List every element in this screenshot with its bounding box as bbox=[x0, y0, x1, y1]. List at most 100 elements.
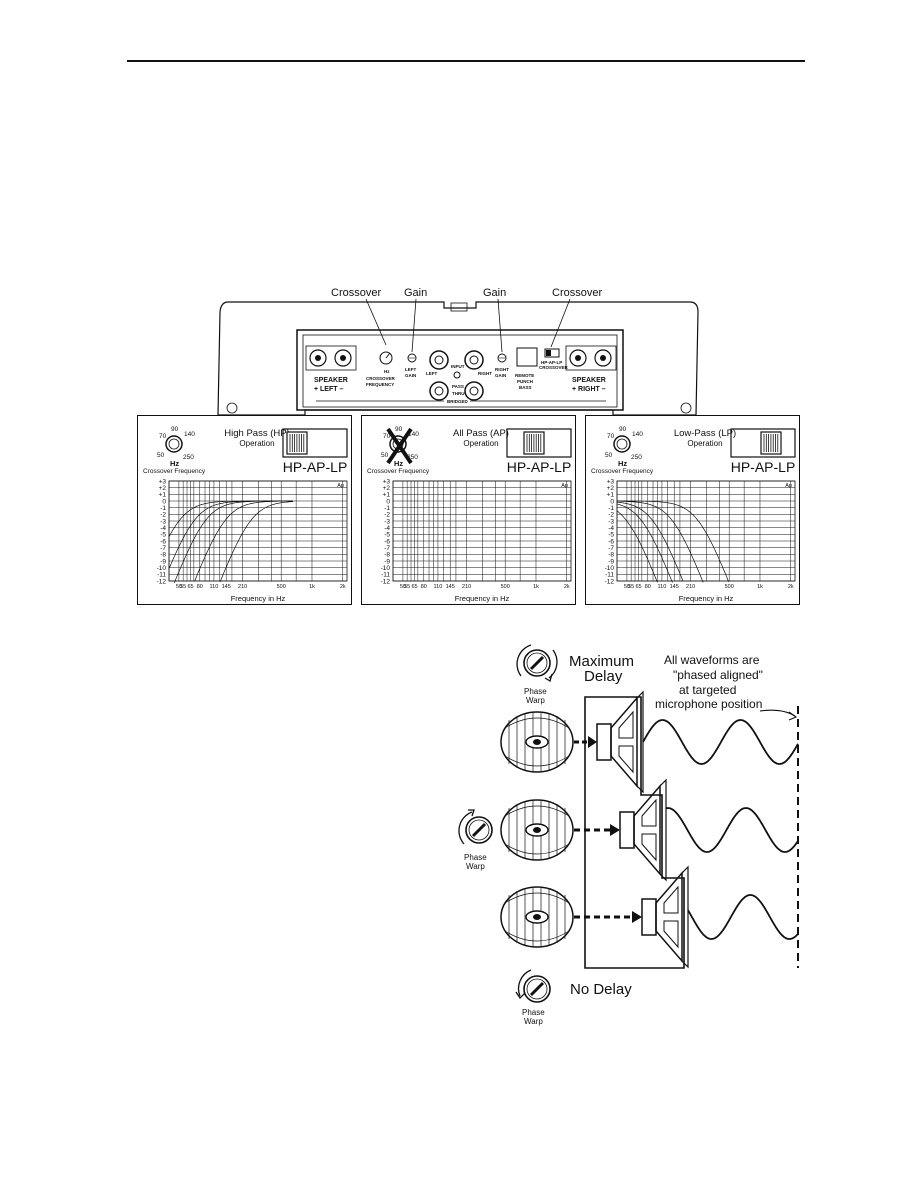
y-tick-label: -6 bbox=[160, 538, 166, 545]
switch-label: HP-AP-LP bbox=[731, 459, 796, 475]
crossover-knob-icon bbox=[389, 435, 407, 453]
knob-label-50: 50 bbox=[605, 452, 613, 459]
y-tick-label: -12 bbox=[157, 578, 167, 585]
x-tick-label: 50 bbox=[624, 584, 630, 590]
knob-label-90: 90 bbox=[395, 426, 403, 433]
rca-left-label: LEFT bbox=[426, 371, 437, 376]
note-line-3: at targeted bbox=[679, 683, 736, 697]
x-tick-label: 500 bbox=[501, 584, 510, 590]
x-tick-label: 145 bbox=[446, 584, 455, 590]
crossover-freq-label2: FREQUENCY bbox=[366, 382, 394, 387]
y-tick-label: -8 bbox=[608, 552, 614, 559]
y-tick-label: -11 bbox=[157, 572, 166, 579]
x-tick-label: 210 bbox=[686, 584, 695, 590]
crossover-knob-icon bbox=[613, 435, 631, 453]
switch-label: HP-AP-LP bbox=[507, 459, 572, 475]
thru-label: THRU bbox=[452, 391, 465, 396]
hp-ap-lp-small: HP-AP-LP bbox=[541, 360, 562, 365]
y-tick-label: -6 bbox=[384, 538, 390, 545]
y-tick-label: 0 bbox=[386, 498, 390, 505]
frequency-axis-label: Frequency in Hz bbox=[455, 594, 510, 603]
knob-label-140: 140 bbox=[184, 431, 195, 438]
y-tick-label: -7 bbox=[384, 545, 390, 552]
knob-label-hz: Hz bbox=[394, 459, 403, 468]
y-tick-label: -3 bbox=[608, 518, 614, 525]
gain-right-label: Gain bbox=[483, 287, 506, 299]
y-tick-label: +1 bbox=[159, 492, 167, 499]
crossover-freq-label: CROSSOVER bbox=[366, 376, 396, 381]
crossover-right-label: Crossover bbox=[552, 287, 602, 299]
knob-label-250: 250 bbox=[631, 454, 642, 461]
panel-subtitle: Operation bbox=[687, 439, 722, 448]
y-tick-label: -9 bbox=[384, 558, 390, 565]
note-line-1: All waveforms are bbox=[664, 653, 760, 667]
y-tick-label: -10 bbox=[381, 565, 391, 572]
knob-label-hz: Hz bbox=[170, 459, 179, 468]
y-tick-label: -7 bbox=[608, 545, 614, 552]
driver-side-3 bbox=[641, 866, 689, 968]
x-tick-label: 65 bbox=[636, 584, 642, 590]
waveform-3 bbox=[687, 894, 799, 940]
x-tick-label: 1k bbox=[533, 584, 539, 590]
speaker-front-3 bbox=[500, 886, 574, 948]
response-curve bbox=[219, 501, 294, 583]
crossover-frequency-label: Crossover Frequency bbox=[591, 468, 654, 475]
x-tick-label: 1k bbox=[757, 584, 763, 590]
x-tick-label: 55 bbox=[180, 584, 186, 590]
phase-warp-knob-bottom bbox=[522, 974, 552, 1004]
x-tick-label: 210 bbox=[462, 584, 471, 590]
knob-label-hz: Hz bbox=[618, 459, 627, 468]
y-tick-label: -1 bbox=[160, 505, 166, 512]
left-gain-label2: GAIN bbox=[405, 373, 416, 378]
response-curve bbox=[617, 500, 704, 583]
y-tick-label: -10 bbox=[605, 565, 615, 572]
y-tick-label: -3 bbox=[160, 518, 166, 525]
y-tick-label: 0 bbox=[162, 498, 166, 505]
knob-hz-label: Hz bbox=[384, 369, 390, 374]
phase-warp-knob-top bbox=[522, 648, 552, 678]
no-delay-label: No Delay bbox=[570, 981, 632, 998]
y-tick-label: -12 bbox=[381, 578, 391, 585]
knob-mid-phase: Phase bbox=[464, 853, 487, 862]
gain-left-label: Gain bbox=[404, 287, 427, 299]
maximum-delay-1: Maximum bbox=[569, 653, 634, 670]
speaker-front-2 bbox=[500, 799, 574, 861]
frequency-axis-label: Frequency in Hz bbox=[679, 594, 734, 603]
x-tick-label: 500 bbox=[725, 584, 734, 590]
y-tick-label: +3 bbox=[383, 478, 391, 485]
response-curve bbox=[616, 501, 684, 582]
knob-bottom-phase: Phase bbox=[522, 1008, 545, 1017]
ap-corner-label: Ap bbox=[785, 483, 792, 489]
remote-label: REMOTE bbox=[515, 373, 534, 378]
panel-title: Low-Pass (LP) bbox=[674, 428, 736, 439]
x-tick-label: 110 bbox=[658, 584, 667, 590]
crossover-left-label: Crossover bbox=[331, 287, 381, 299]
x-tick-label: 500 bbox=[277, 584, 286, 590]
punch-label: PUNCH bbox=[517, 379, 533, 384]
crossover-frequency-label: Crossover Frequency bbox=[367, 468, 430, 475]
y-tick-label: -4 bbox=[608, 525, 614, 532]
knob-bottom-warp: Warp bbox=[524, 1017, 543, 1026]
y-tick-label: -2 bbox=[160, 512, 166, 519]
knob-label-50: 50 bbox=[381, 452, 389, 459]
y-tick-label: +2 bbox=[607, 485, 615, 492]
x-tick-label: 2k bbox=[340, 584, 346, 590]
knob-label-90: 90 bbox=[619, 426, 627, 433]
mode-switch bbox=[506, 428, 572, 458]
knob-label-70: 70 bbox=[159, 433, 167, 440]
header-rule bbox=[127, 60, 805, 62]
knob-top-phase: Phase bbox=[524, 687, 547, 696]
panel-subtitle: Operation bbox=[239, 439, 274, 448]
x-tick-label: 65 bbox=[188, 584, 194, 590]
x-tick-label: 145 bbox=[670, 584, 679, 590]
y-tick-label: -7 bbox=[160, 545, 166, 552]
speaker-front-1 bbox=[500, 711, 574, 773]
speaker-right-sign: + RIGHT – bbox=[572, 386, 606, 393]
y-tick-label: -1 bbox=[608, 505, 614, 512]
knob-label-250: 250 bbox=[183, 454, 194, 461]
x-tick-label: 80 bbox=[645, 584, 651, 590]
y-tick-label: 0 bbox=[610, 498, 614, 505]
input-label: INPUT bbox=[451, 364, 465, 369]
